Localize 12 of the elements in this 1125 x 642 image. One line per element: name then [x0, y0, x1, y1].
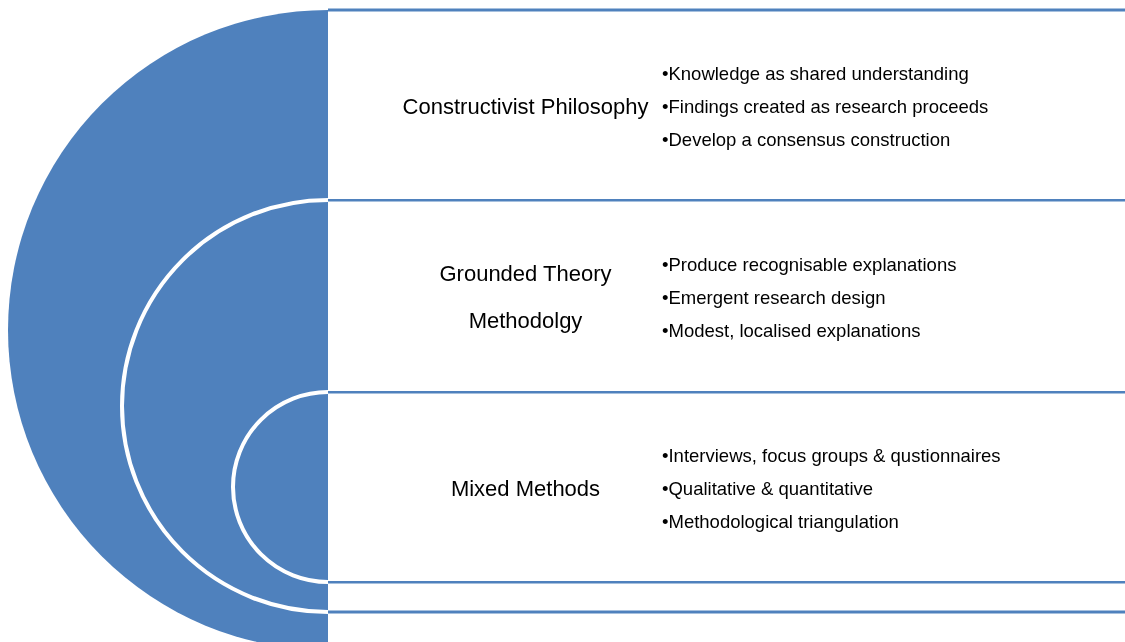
bullet-item: •Emergent research design: [662, 285, 887, 310]
bullet-item: •Findings created as research proceeds: [662, 94, 990, 119]
section-heading: Mixed Methods: [449, 474, 602, 502]
bullet-item: •Modest, localised explanations: [662, 318, 922, 343]
bullet-item: •Develop a consensus construction: [662, 127, 952, 152]
bullet-item: •Qualitative & quantitative: [662, 476, 875, 501]
bullet-item: •Interviews, focus groups & qustionnaires: [662, 443, 1002, 468]
section-heading: Constructivist Philosophy: [401, 92, 650, 121]
bullet-item: •Knowledge as shared understanding: [662, 61, 970, 86]
section-heading: Grounded Theory Methodolgy: [438, 259, 613, 335]
bullet-item: •Methodological triangulation: [662, 509, 900, 534]
bullet-item: •Produce recognisable explanations: [662, 252, 958, 277]
